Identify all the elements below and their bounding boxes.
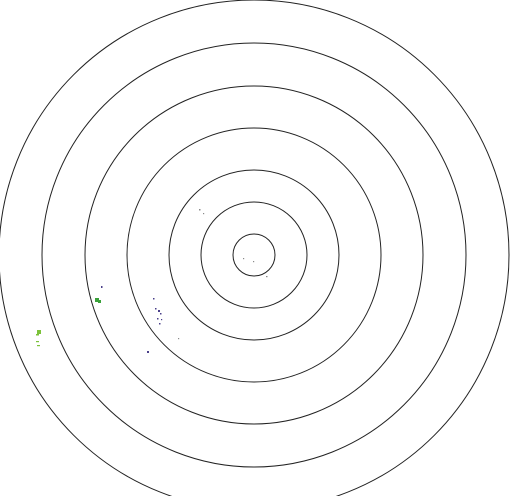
marker-speck (36, 341, 39, 343)
marker-speck (178, 338, 180, 340)
marker-speck (95, 298, 99, 302)
markers-group (36, 209, 268, 353)
marker-speck (157, 318, 159, 320)
marker-speck (160, 313, 162, 315)
marker-speck (161, 319, 163, 321)
ring-5 (84, 85, 424, 425)
marker-speck (158, 310, 160, 312)
ring-6 (41, 42, 467, 468)
marker-speck (37, 330, 41, 334)
ring-1 (232, 233, 276, 277)
marker-speck (153, 298, 155, 300)
marker-speck (36, 334, 39, 336)
marker-speck (203, 213, 205, 215)
marker-speck (101, 286, 103, 288)
marker-speck (159, 323, 161, 325)
marker-speck (253, 261, 255, 263)
marker-speck (37, 345, 40, 347)
marker-speck (199, 209, 201, 211)
ring-3 (168, 169, 340, 341)
marker-speck (98, 300, 101, 303)
ring-4 (126, 127, 382, 383)
marker-speck (147, 351, 149, 353)
ring-2 (200, 201, 308, 309)
marker-speck (266, 276, 268, 278)
marker-speck (243, 258, 245, 260)
marker-speck (155, 308, 157, 310)
